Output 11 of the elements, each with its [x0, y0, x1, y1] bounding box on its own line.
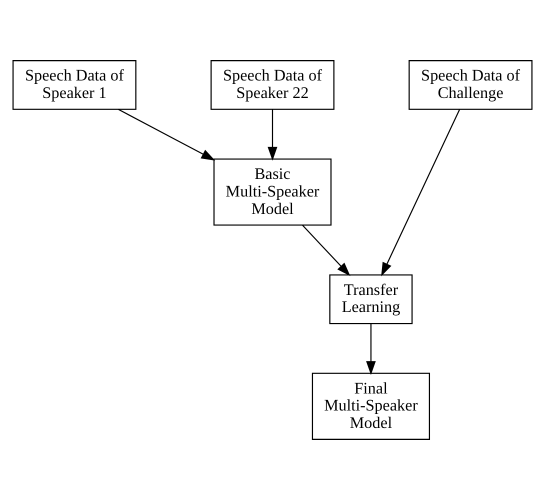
node-box: Final Multi-Speaker Model — [312, 372, 430, 440]
node-box: Speech Data of Challenge — [408, 60, 533, 110]
arrow — [381, 108, 460, 276]
node-box: Speech Data of Speaker 1 — [12, 60, 136, 110]
arrow — [366, 323, 376, 375]
node-box: Speech Data of Speaker 22 — [210, 60, 334, 110]
arrow — [268, 108, 278, 160]
node-box: Transfer Learning — [329, 274, 413, 324]
arrow — [302, 224, 350, 276]
arrow — [118, 108, 216, 160]
node-box: Basic Multi-Speaker Model — [213, 158, 332, 226]
